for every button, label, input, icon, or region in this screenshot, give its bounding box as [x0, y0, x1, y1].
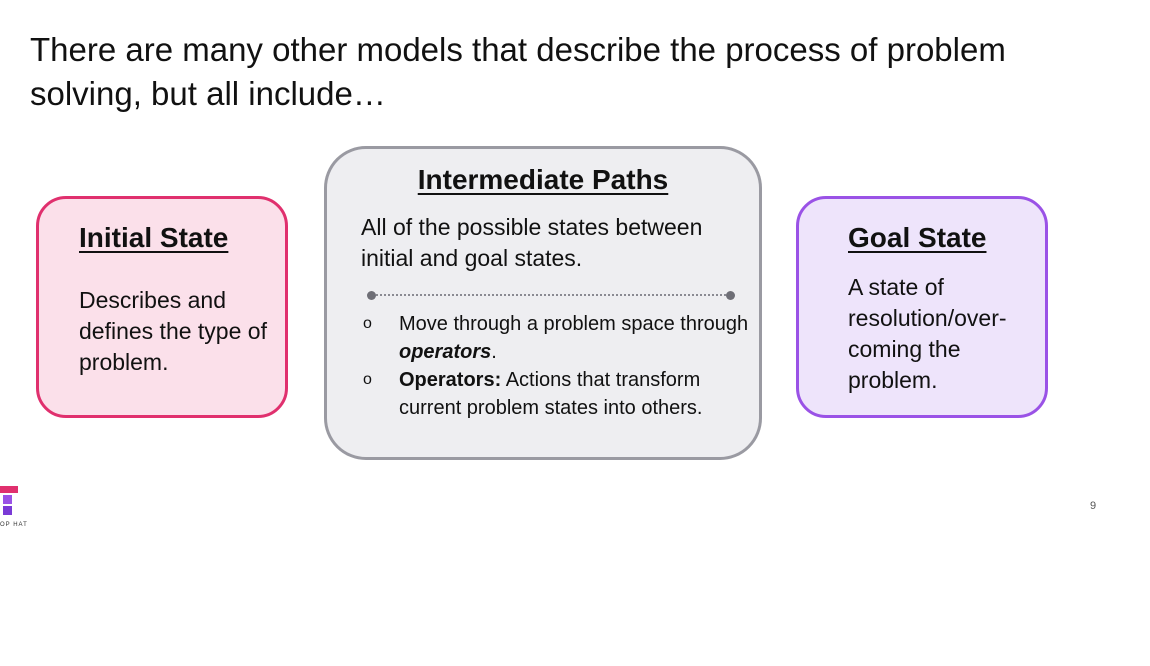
top-hat-logo: OP HAT: [0, 486, 40, 532]
logo-block: [3, 495, 12, 504]
initial-state-description: Describes and defines the type of proble…: [79, 287, 267, 375]
goal-state-description: A state of resolution/over-coming the pr…: [848, 274, 1007, 393]
bullet-item: o Move through a problem space through o…: [361, 310, 751, 366]
divider-dot-right: [726, 291, 735, 300]
bullet-item: o Operators: Actions that transform curr…: [361, 366, 751, 422]
bullet-text: Actions that transform current problem s…: [399, 369, 703, 419]
bullet-text: Move through a problem space through: [399, 313, 749, 335]
bullet-marker: o: [363, 371, 372, 388]
intermediate-bullet-list: o Move through a problem space through o…: [361, 310, 751, 422]
bullet-bold-term: Operators:: [399, 369, 502, 391]
goal-state-heading: Goal State: [848, 222, 987, 253]
divider-dot-left: [367, 291, 376, 300]
logo-block: [3, 506, 12, 515]
intermediate-paths-description: All of the possible states between initi…: [361, 214, 703, 271]
intermediate-paths-card: Intermediate Paths All of the possible s…: [324, 146, 762, 460]
dotted-divider: [367, 291, 735, 300]
bullet-marker: o: [363, 315, 372, 332]
divider-line: [373, 294, 729, 296]
logo-text: OP HAT: [0, 522, 28, 528]
bullet-text-end: .: [491, 341, 497, 363]
logo-bar: [0, 486, 18, 493]
intermediate-paths-heading: Intermediate Paths: [417, 164, 669, 195]
page-number: 9: [1090, 500, 1097, 512]
initial-state-card: Initial State Describes and defines the …: [36, 196, 288, 418]
slide-title: There are many other models that describ…: [30, 31, 1006, 112]
goal-state-card: Goal State A state of resolution/over-co…: [796, 196, 1048, 418]
bullet-emphasis: operators: [399, 341, 492, 363]
initial-state-heading: Initial State: [79, 222, 229, 253]
